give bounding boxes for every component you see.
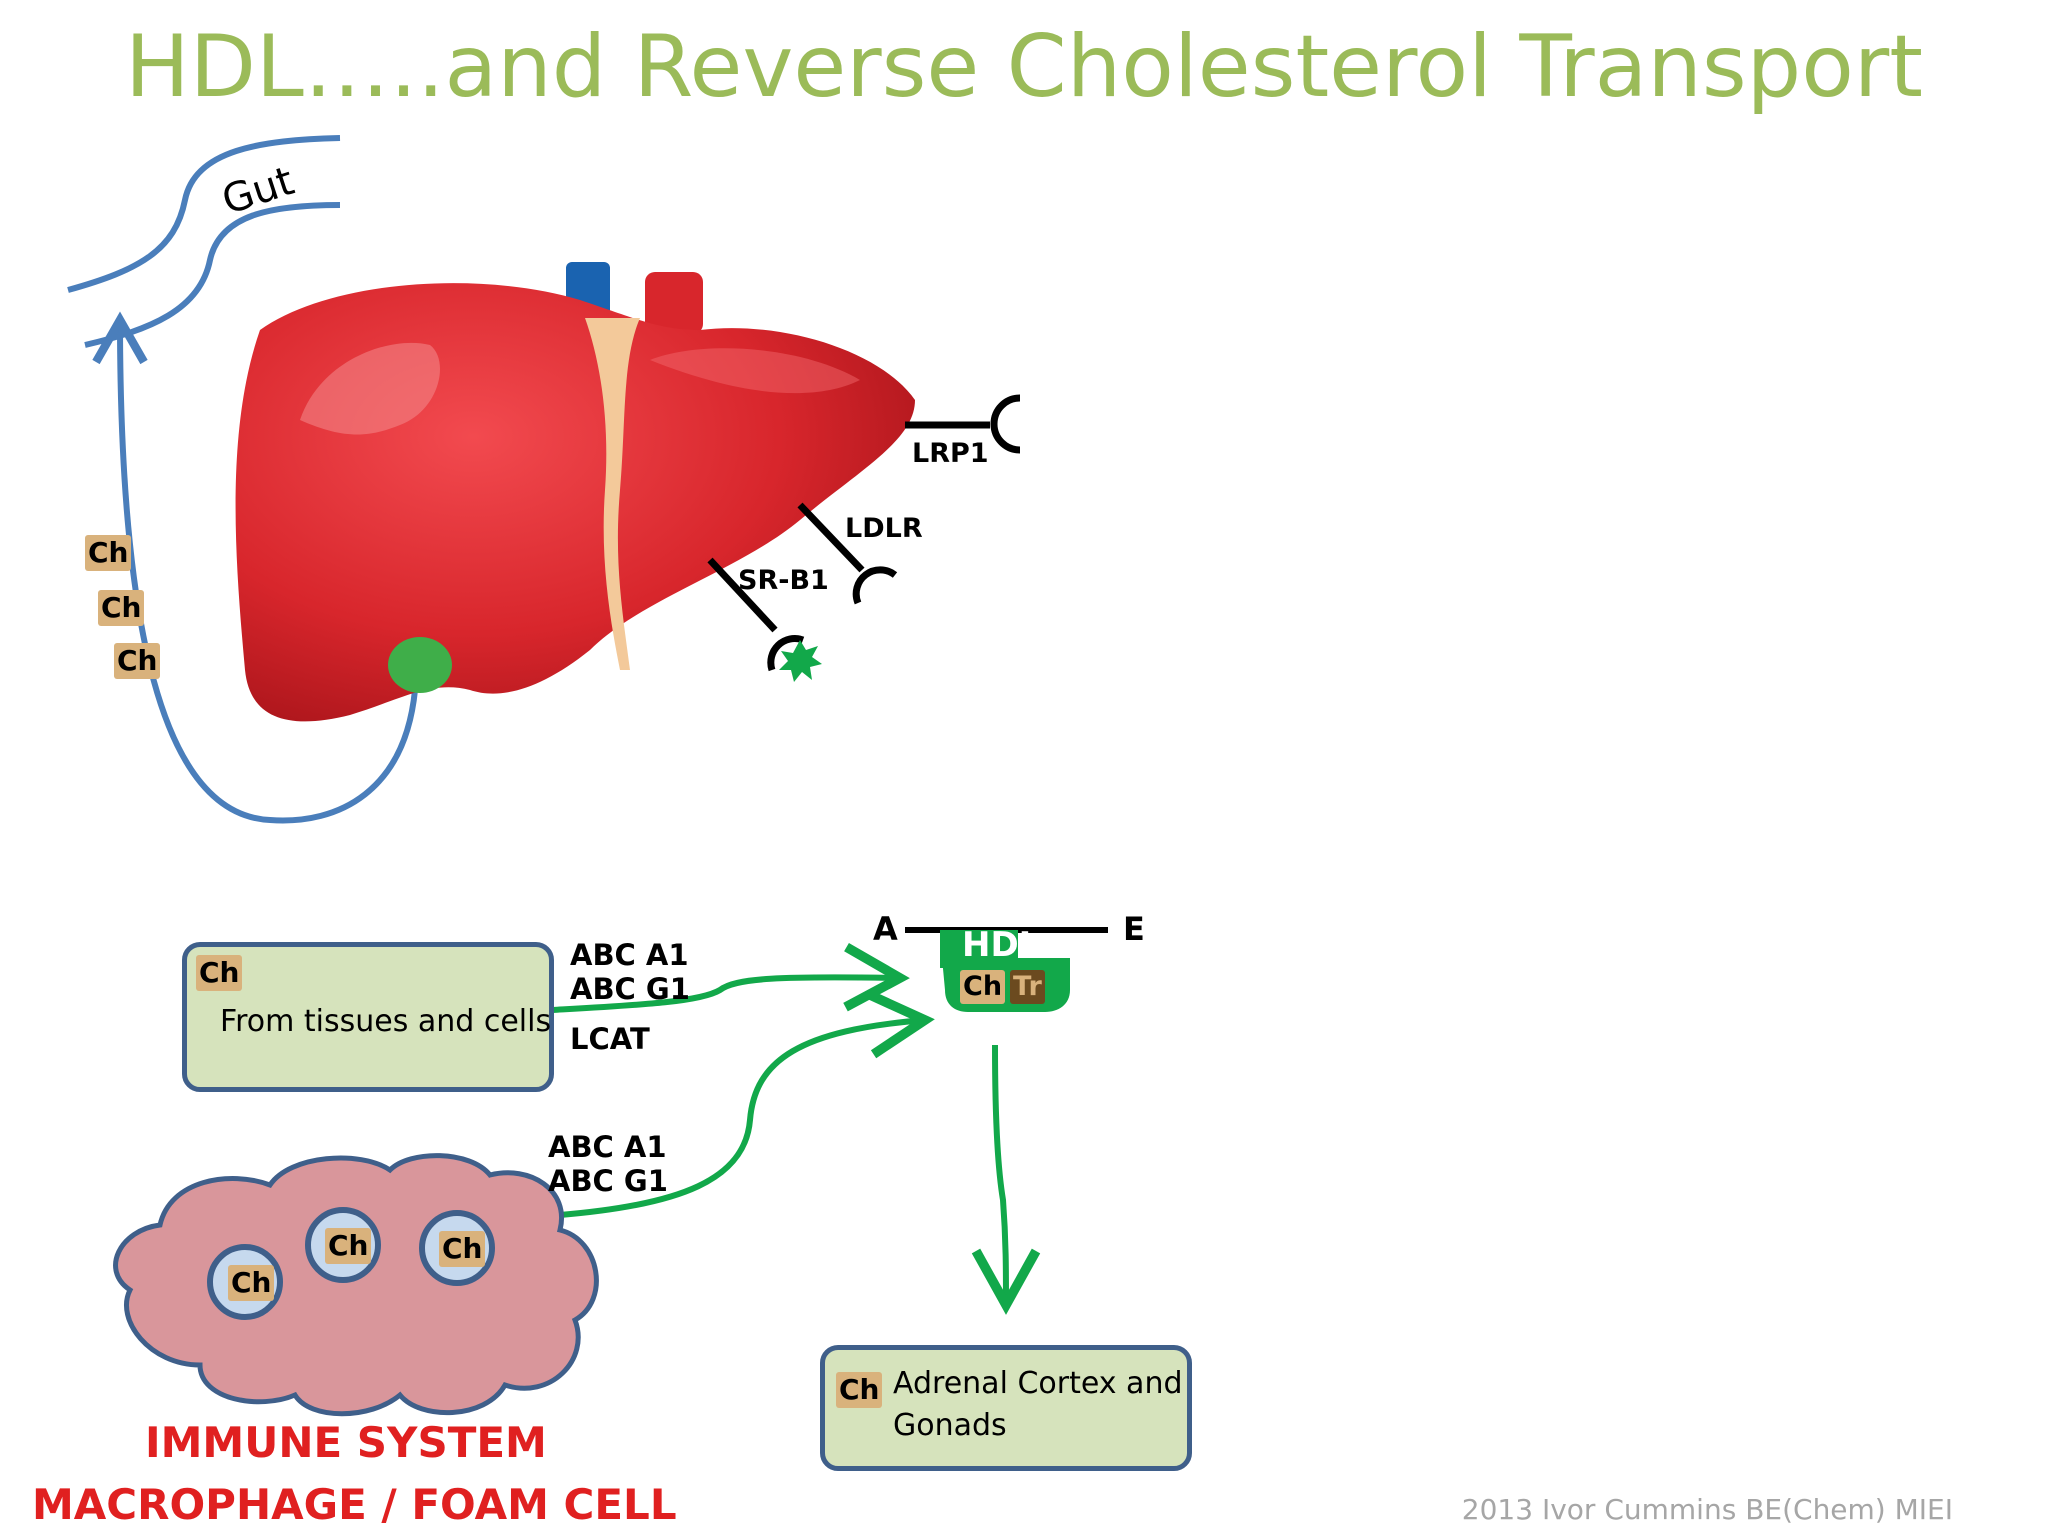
- macrophage-to-hdl-arrow: [559, 990, 935, 1218]
- adrenal-box: [820, 1345, 1192, 1471]
- lcat-label: LCAT: [570, 1022, 650, 1056]
- page-title: HDL…..and Reverse Cholesterol Transport: [125, 17, 1923, 117]
- macrophage-abcg1-label: ABC G1: [548, 1164, 668, 1198]
- srb1-receptor: [707, 557, 822, 682]
- ldlr-label: LDLR: [845, 513, 923, 544]
- enterohepatic-arrow: [92, 311, 418, 824]
- ch-badge: Ch: [98, 590, 145, 626]
- abca1-label: ABC A1: [570, 938, 689, 972]
- lrp1-label: LRP1: [912, 438, 989, 469]
- ldlr-receptor: [797, 502, 898, 605]
- tissues-box: [182, 942, 554, 1092]
- ch-badge: Ch: [114, 643, 161, 679]
- copyright-footer: 2013 Ivor Cummins BE(Chem) MIEI: [1461, 1493, 1953, 1526]
- tissues-ch-badge: Ch: [196, 955, 243, 991]
- vesicle-ch-badge: Ch: [439, 1231, 486, 1267]
- srb1-label: SR-B1: [738, 565, 829, 596]
- immune-system-label: IMMUNE SYSTEM: [145, 1418, 547, 1467]
- abcg1-label: ABC G1: [570, 972, 690, 1006]
- adrenal-ch-badge: Ch: [836, 1372, 883, 1408]
- vesicle-ch-badge: Ch: [228, 1265, 275, 1301]
- ch-badge: Ch: [85, 535, 132, 571]
- hdl-to-adrenal-arrow: [971, 1044, 1041, 1315]
- lrp1-receptor: [905, 394, 1021, 454]
- tissues-box-text: From tissues and cells: [220, 1004, 552, 1039]
- liver-illustration: [235, 262, 916, 722]
- macrophage-abca1-label: ABC A1: [548, 1130, 667, 1164]
- adrenal-box-line1: Adrenal Cortex and: [893, 1366, 1183, 1401]
- hdl-binding-burst: [779, 640, 822, 682]
- hdl-marker-a: A: [873, 910, 898, 948]
- tissues-to-hdl-arrow: [552, 942, 910, 1013]
- macrophage-cell: [113, 1153, 599, 1417]
- hdl-cargo-tr: Tr: [1010, 970, 1045, 1004]
- vesicle-ch-badge: Ch: [325, 1228, 372, 1264]
- adrenal-box-line2: Gonads: [893, 1408, 1007, 1443]
- hdl-cargo-ch: Ch: [960, 970, 1006, 1004]
- hdl-label: HDL: [962, 925, 1041, 965]
- hdl-marker-e: E: [1123, 910, 1145, 948]
- macrophage-label: MACROPHAGE / FOAM CELL: [32, 1480, 677, 1529]
